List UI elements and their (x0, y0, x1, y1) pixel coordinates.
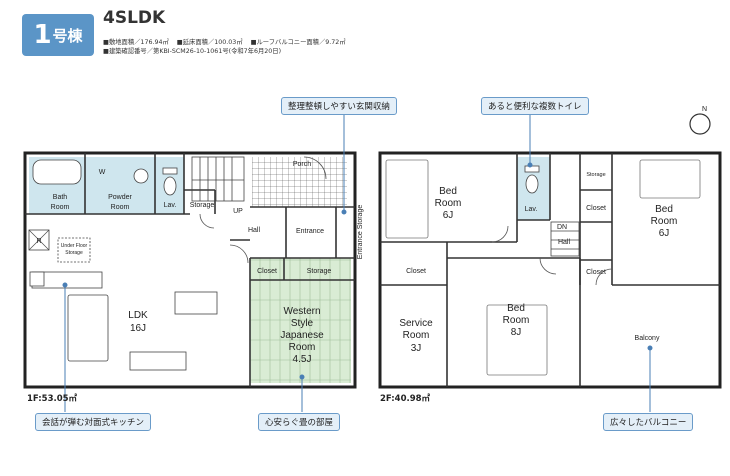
bath-room-label-2: Room (51, 204, 70, 211)
site-area: ■敷地面積／176.94㎡ (103, 39, 169, 46)
callout-entrance-storage: 整理整頓しやすい玄関収納 (281, 97, 397, 115)
hall-label-2f: Hall (558, 239, 571, 246)
hall-label-1f: Hall (248, 227, 261, 234)
r-label: R (36, 238, 41, 245)
lav-label-2f: Lav. (525, 206, 538, 213)
bed2-label-1: Bed (655, 204, 673, 215)
callout-multiple-toilets: あると便利な複数トイレ (481, 97, 589, 115)
closet-w-label: W (99, 169, 106, 176)
callout-balcony: 広々したバルコニー (603, 413, 694, 431)
unit-suffix: 号棟 (52, 26, 83, 45)
powder-room-label-2: Room (111, 204, 130, 211)
entrance-label: Entrance (296, 228, 324, 235)
plan-type: 4SLDK (103, 8, 166, 28)
service-room-label-1: Service (399, 318, 433, 329)
bath-room-label-1: Bath (53, 194, 68, 201)
building-confirmation-number: ■建築確認番号／第KBI-SCM26-10-1061号(令和7年6月20日) (103, 48, 282, 55)
balcony-label: Balcony (635, 335, 660, 342)
bed1-label-1: Bed (439, 186, 457, 197)
service-room-label-2: Room (403, 330, 430, 341)
small-storage-label-1f: Storage (190, 202, 215, 209)
compass-north-label: N (702, 106, 707, 113)
japanese-room-label-4: Room (289, 342, 316, 353)
japanese-room-label-1: Western (283, 306, 320, 317)
callout-tatami-room: 心安らぐ畳の部屋 (258, 413, 341, 431)
storage-label-2f: Storage (586, 172, 605, 178)
closet-b-label: Closet (406, 268, 426, 275)
lav-label-1f: Lav. (164, 202, 177, 209)
ldk-size: 16J (130, 323, 146, 334)
ldk-label: LDK (128, 310, 148, 321)
underfloor-label-2: Storage (65, 250, 83, 256)
bed1-size: 6J (443, 210, 454, 221)
bed2-label-2: Room (651, 216, 678, 227)
dn-label: DN (557, 224, 567, 231)
floor1-area-label: 1F:53.05㎡ (27, 394, 78, 404)
north-compass: N (689, 106, 711, 135)
roof-balcony-area: ■ルーフバルコニー面積／9.72㎡ (250, 39, 346, 46)
unit-number: 1 (33, 20, 52, 50)
powder-room-label-1: Powder (108, 194, 132, 201)
floor-area: ■延床面積／100.03㎡ (176, 39, 243, 46)
first-floor-plan: Bath Room Powder Room W Lav. Storage Por… (23, 151, 364, 389)
floor2-area-label: 2F:40.98㎡ (380, 394, 431, 404)
specs-block: ■敷地面積／176.94㎡ ■延床面積／100.03㎡ ■ルーフバルコニー面積／… (103, 38, 352, 56)
bed2-size: 6J (659, 228, 670, 239)
unit-badge: 1 号棟 (22, 14, 94, 56)
second-floor-plan: Bed Room 6J Lav. DN Hall Storage Closet … (378, 151, 722, 389)
japanese-room-size: 4.5J (293, 354, 312, 365)
bed3-label-1: Bed (507, 303, 525, 314)
callout-kitchen: 会話が弾む対面式キッチン (35, 413, 152, 431)
bed3-size: 8J (511, 327, 522, 338)
japanese-room-label-2: Style (291, 318, 314, 329)
service-room-size: 3J (411, 343, 422, 354)
storage-label-1f: Storage (307, 268, 332, 275)
callout-leaders (62, 112, 653, 412)
bed3-label-2: Room (503, 315, 530, 326)
closet-a-label: Closet (586, 205, 606, 212)
bed1-label-2: Room (435, 198, 462, 209)
up-label: UP (233, 208, 243, 215)
japanese-room-label-3: Japanese (280, 330, 324, 341)
closet-c-label: Closet (586, 269, 606, 276)
porch-label: Porch (293, 161, 311, 168)
closet-label-1f: Closet (257, 268, 277, 275)
underfloor-label-1: Under Floor (61, 243, 88, 249)
entrance-storage-label: Entrance Storage (357, 205, 364, 260)
